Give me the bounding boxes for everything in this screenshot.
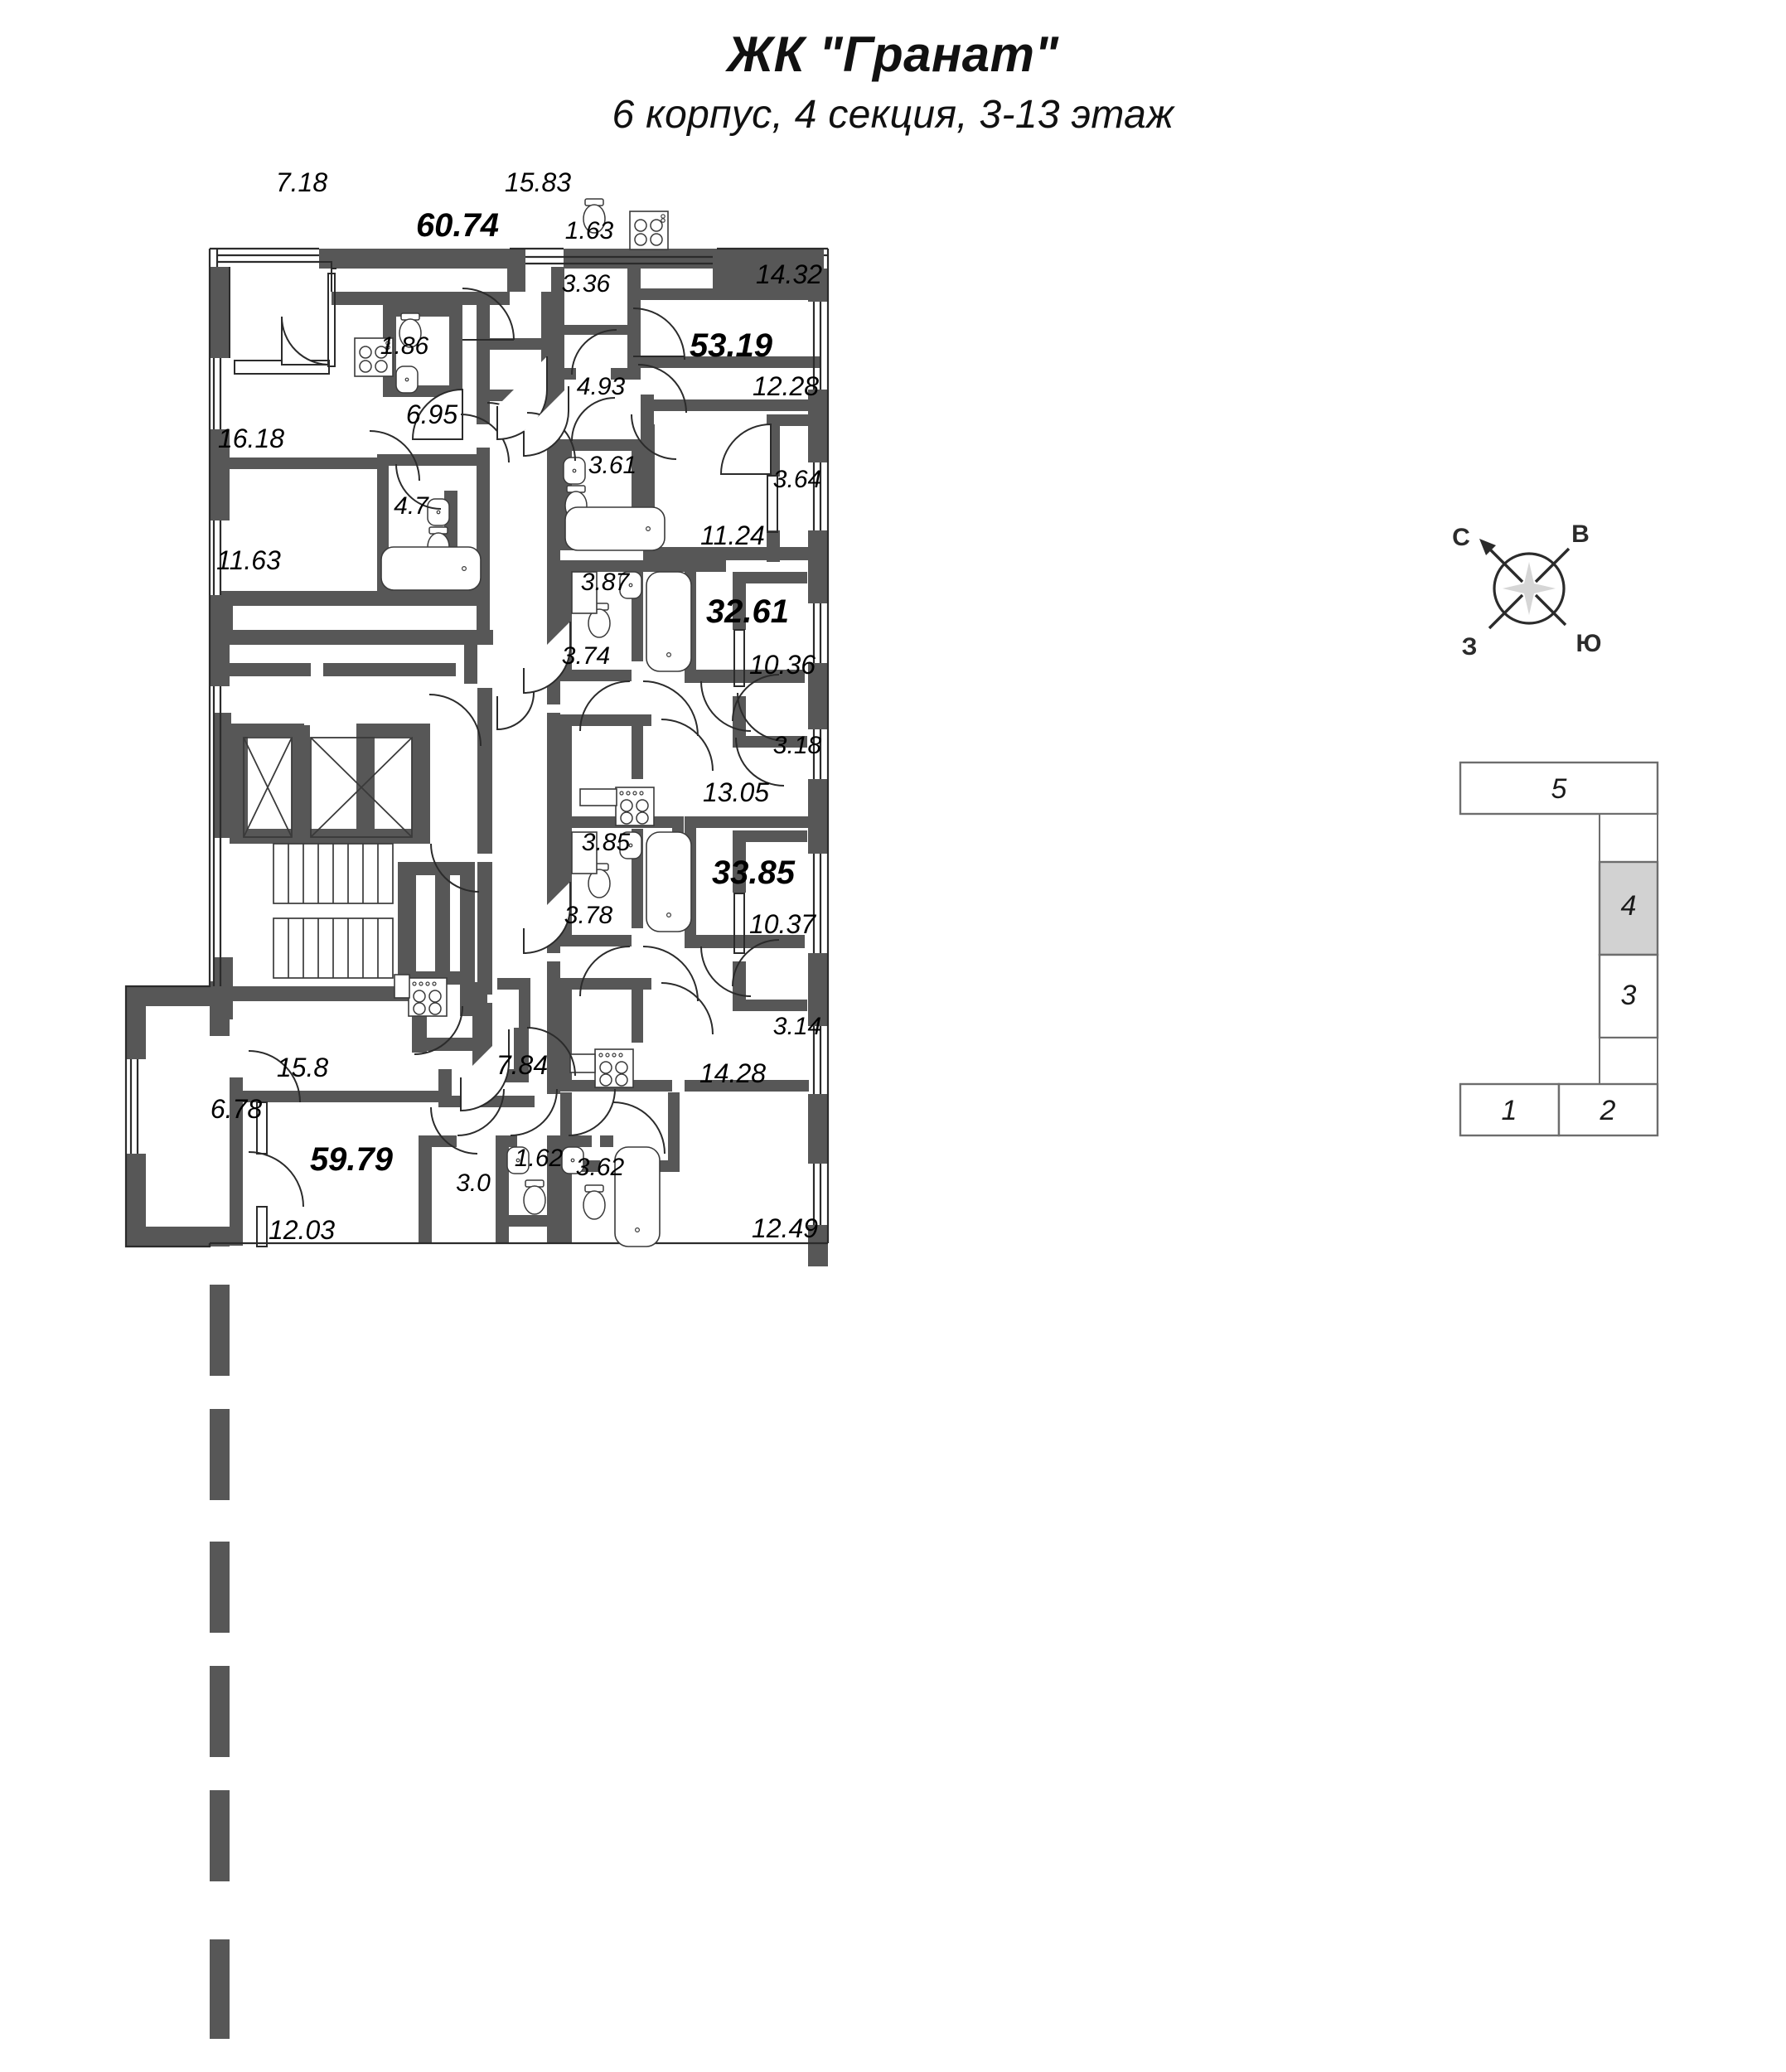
compass-rose: С В З Ю bbox=[1452, 520, 1601, 661]
room-area-hall-4-93: 4.93 bbox=[577, 373, 626, 400]
toilet-icon bbox=[583, 1184, 606, 1220]
room-area-hall-3-78: 3.78 bbox=[564, 902, 613, 929]
section-connector-bottom bbox=[1599, 1037, 1658, 1085]
section-label-4: 4 bbox=[1621, 890, 1637, 922]
room-area-bath-4-7: 4.7 bbox=[394, 492, 429, 520]
stove-icon bbox=[594, 1048, 634, 1088]
room-area-room-15-83: 15.83 bbox=[505, 167, 571, 197]
room-area-room-12-49: 12.49 bbox=[752, 1213, 818, 1243]
page-title: ЖК "Гранат" bbox=[727, 27, 1059, 82]
room-area-bath-3-87: 3.87 bbox=[581, 569, 631, 596]
section-block-1 bbox=[1459, 1082, 1561, 1137]
section-block-3 bbox=[1598, 953, 1659, 1039]
room-area-balcony-6-78: 6.78 bbox=[211, 1094, 262, 1124]
room-area-balcony-3-18: 3.18 bbox=[773, 732, 822, 759]
stove-icon bbox=[615, 787, 655, 826]
room-area-room-16-18: 16.18 bbox=[218, 424, 284, 453]
room-area-room-14-32: 14.32 bbox=[756, 259, 822, 289]
room-area-balcony-3-64: 3.64 bbox=[773, 466, 821, 493]
bathtub-icon bbox=[564, 506, 666, 551]
room-area-hall-7-84: 7.84 bbox=[496, 1050, 548, 1080]
room-area-room-11-63: 11.63 bbox=[216, 545, 281, 575]
room-area-wc-1-62: 1.62 bbox=[515, 1145, 564, 1172]
room-area-room-13-05: 13.05 bbox=[703, 777, 769, 807]
section-label-3: 3 bbox=[1621, 980, 1637, 1011]
room-area-room-11-24: 11.24 bbox=[700, 520, 765, 550]
staircase bbox=[273, 917, 394, 979]
compass-west-label: З bbox=[1462, 633, 1478, 661]
sink-icon bbox=[395, 366, 419, 394]
room-area-balcony-10-36: 10.36 bbox=[749, 650, 816, 680]
room-area-bath-1-86: 1.86 bbox=[380, 332, 429, 360]
bathtub-icon bbox=[646, 831, 692, 932]
stove-icon bbox=[408, 977, 448, 1017]
toilet-icon bbox=[523, 1179, 546, 1215]
room-area-hall-6-95: 6.95 bbox=[406, 399, 457, 429]
compass-south-label: Ю bbox=[1576, 630, 1602, 657]
room-area-room-3-0: 3.0 bbox=[456, 1169, 491, 1197]
sink-icon bbox=[427, 498, 450, 526]
elevator-shaft bbox=[310, 737, 413, 838]
room-area-bath-3-61: 3.61 bbox=[588, 452, 636, 479]
section-key-diagram: 5 4 3 1 2 bbox=[1459, 761, 1659, 1137]
apartment-total-apt-33-85: 33.85 bbox=[712, 854, 796, 891]
section-label-5: 5 bbox=[1551, 773, 1567, 805]
bathtub-icon bbox=[380, 546, 482, 591]
room-area-hall-3-74: 3.74 bbox=[562, 642, 610, 670]
room-area-wc-1-63: 1.63 bbox=[565, 217, 614, 244]
building-core bbox=[243, 737, 413, 979]
section-block-5 bbox=[1459, 761, 1659, 816]
apartment-total-apt-59-79: 59.79 bbox=[310, 1141, 394, 1178]
room-area-room-12-03: 12.03 bbox=[269, 1215, 335, 1245]
wall-layer bbox=[126, 249, 828, 2039]
elevator-shaft bbox=[243, 737, 293, 838]
apartment-total-apt-60-74: 60.74 bbox=[416, 207, 499, 244]
room-area-balcony-3-14: 3.14 bbox=[773, 1013, 821, 1040]
fixture-layer bbox=[354, 198, 692, 1247]
title-block: ЖК "Гранат" 6 корпус, 4 секция, 3-13 эта… bbox=[0, 28, 1786, 138]
section-label-1: 1 bbox=[1502, 1095, 1517, 1126]
compass-north-label: С bbox=[1452, 524, 1470, 551]
section-label-2: 2 bbox=[1600, 1095, 1616, 1126]
apartment-total-apt-53-19: 53.19 bbox=[690, 327, 773, 364]
apartment-total-apt-32-61: 32.61 bbox=[706, 593, 789, 630]
stove-icon bbox=[629, 211, 669, 250]
room-area-room-15-8: 15.8 bbox=[277, 1053, 328, 1082]
section-connector-top bbox=[1599, 813, 1658, 863]
section-block-2 bbox=[1557, 1082, 1659, 1137]
bathtub-icon bbox=[646, 571, 692, 672]
door-layer bbox=[248, 288, 787, 1208]
area-label-layer: 60.74 53.19 32.61 33.85 59.79 7.18 15.83 1.63 3.… bbox=[211, 167, 822, 1245]
compass-east-label: В bbox=[1571, 520, 1590, 548]
room-area-balcony-7-18: 7.18 bbox=[276, 167, 327, 197]
room-area-bath-3-62: 3.62 bbox=[576, 1154, 625, 1181]
room-area-room-12-28: 12.28 bbox=[753, 371, 819, 401]
room-area-bath-3-85: 3.85 bbox=[582, 829, 631, 856]
room-area-hall-3-36: 3.36 bbox=[562, 270, 611, 298]
room-area-room-14-28: 14.28 bbox=[699, 1058, 766, 1088]
room-area-balcony-10-37: 10.37 bbox=[749, 909, 816, 939]
sink-icon bbox=[563, 457, 586, 485]
staircase bbox=[273, 843, 394, 904]
page-subtitle: 6 корпус, 4 секция, 3-13 этаж bbox=[612, 93, 1174, 137]
